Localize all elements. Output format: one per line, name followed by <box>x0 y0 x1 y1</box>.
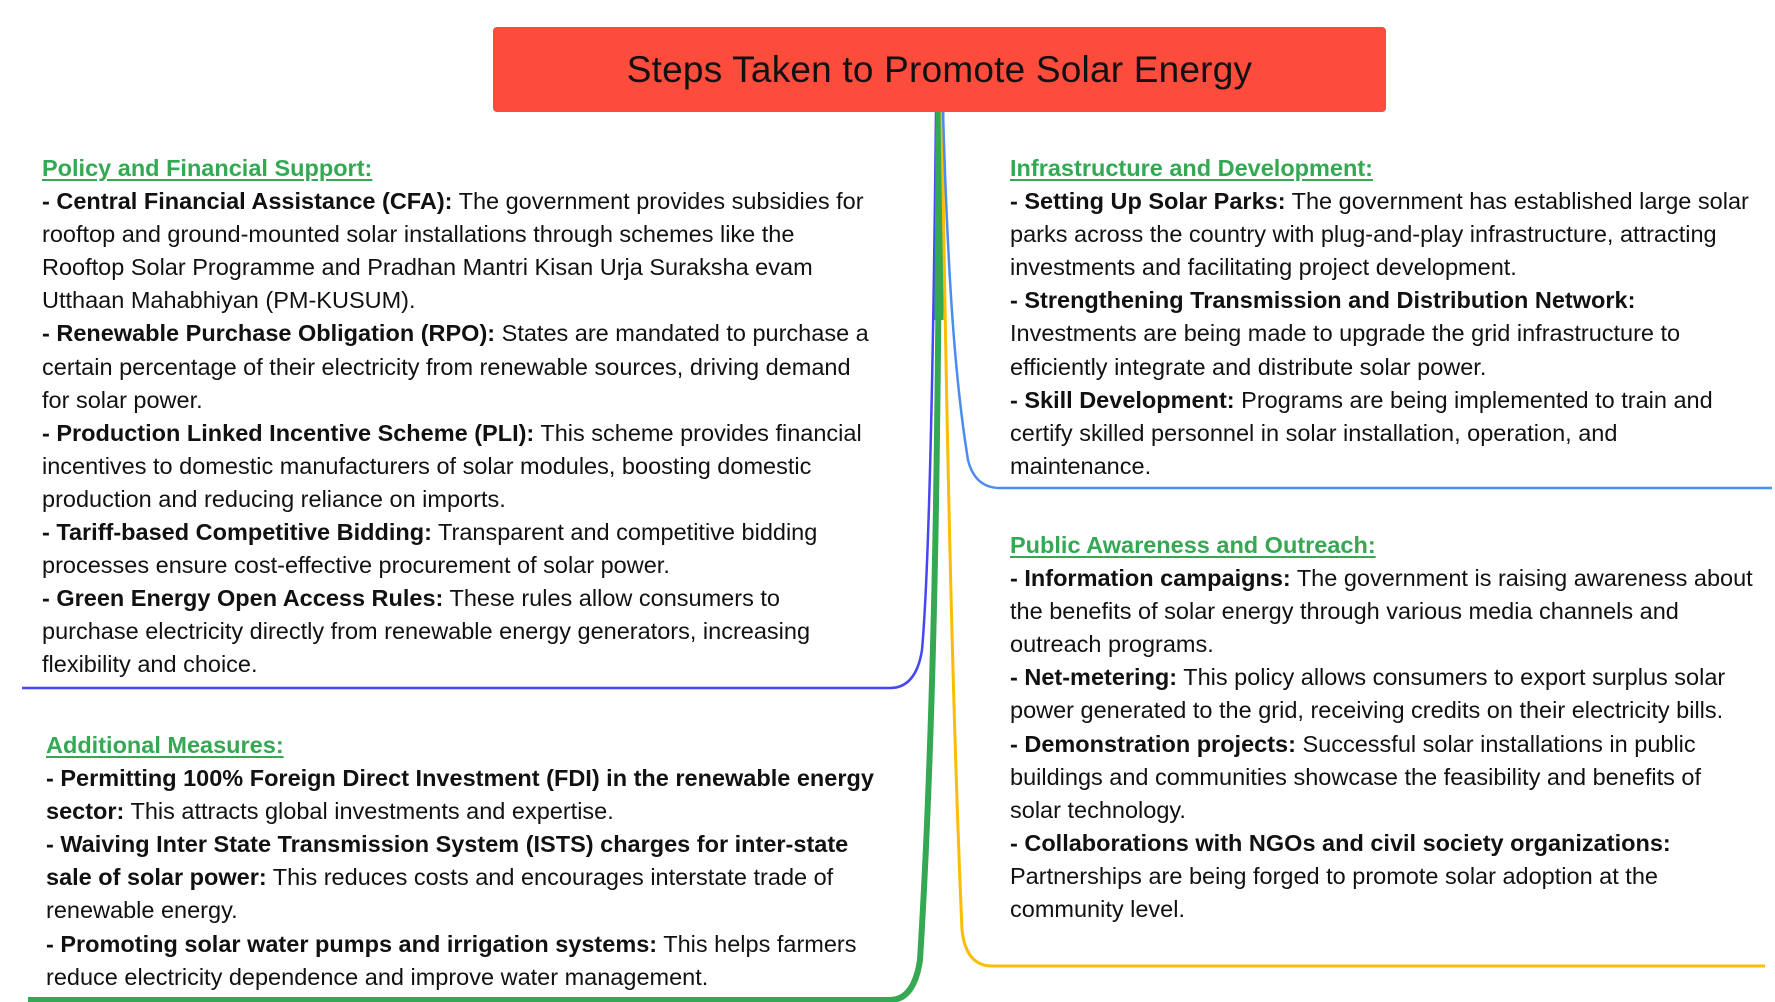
list-item: - Green Energy Open Access Rules: These … <box>42 585 811 678</box>
section-heading: Additional Measures: <box>46 732 284 758</box>
section-public-awareness-outreach: Public Awareness and Outreach: - Informa… <box>1010 529 1755 926</box>
list-item: - Skill Development: Programs are being … <box>1010 386 1713 479</box>
list-item: - Net-metering: This policy allows consu… <box>1010 664 1726 724</box>
list-item: - Collaborations with NGOs and civil soc… <box>1010 829 1671 923</box>
connector-policy <box>22 111 938 690</box>
list-item: - Promoting solar water pumps and irriga… <box>46 930 857 990</box>
list-item: - Production Linked Incentive Scheme (PL… <box>42 419 862 512</box>
section-heading: Policy and Financial Support: <box>42 155 373 181</box>
list-item: - Information campaigns: The government … <box>1010 565 1753 658</box>
list-item: - Tariff-based Competitive Bidding: Tran… <box>42 519 818 579</box>
section-heading: Infrastructure and Development: <box>1010 155 1374 181</box>
list-item: - Renewable Purchase Obligation (RPO): S… <box>42 320 869 413</box>
section-policy-financial-support: Policy and Financial Support: - Central … <box>42 152 882 682</box>
section-infrastructure-development: Infrastructure and Development: - Settin… <box>1010 152 1755 483</box>
list-item: - Strengthening Transmission and Distrib… <box>1010 287 1681 380</box>
page-title: Steps Taken to Promote Solar Energy <box>626 48 1253 90</box>
connector-infra <box>941 111 1772 490</box>
section-additional-measures: Additional Measures: - Permitting 100% F… <box>46 729 886 994</box>
section-heading: Public Awareness and Outreach: <box>1010 532 1376 558</box>
list-item: - Setting Up Solar Parks: The government… <box>1010 188 1749 281</box>
list-item: - Permitting 100% Foreign Direct Investm… <box>46 765 874 825</box>
list-item: - Demonstration projects: Successful sol… <box>1010 730 1702 823</box>
list-item: - Waiving Inter State Transmission Syste… <box>46 831 849 924</box>
connector-public <box>940 111 1765 968</box>
title-node: Steps Taken to Promote Solar Energy <box>493 27 1386 112</box>
list-item: - Central Financial Assistance (CFA): Th… <box>42 188 864 314</box>
